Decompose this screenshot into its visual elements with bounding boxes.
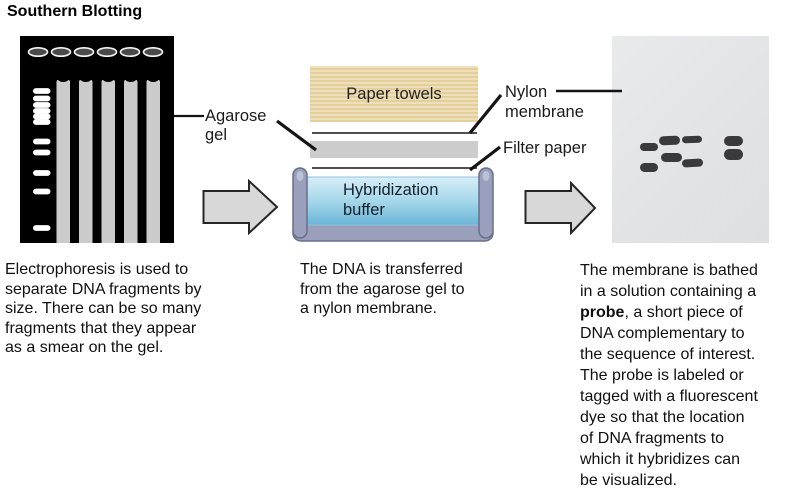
gel-ladder-band: [33, 113, 51, 120]
gel-ladder-band: [33, 225, 51, 231]
nylon-membrane-sheet: [312, 132, 477, 134]
gel-ladder-band: [33, 138, 51, 145]
agarose-gel-slab: [310, 141, 478, 158]
gel-ladder-band: [33, 119, 51, 125]
gel-ladder-band: [33, 188, 51, 195]
membrane-dna-band: [724, 149, 743, 160]
gel-ladder-band: [33, 102, 51, 108]
step-arrow-2: [524, 181, 597, 235]
membrane-dna-band: [724, 136, 743, 146]
gel-ladder-bands: [33, 88, 51, 231]
gel-smear-lane: [146, 80, 160, 243]
diagram-title: Southern Blotting: [7, 3, 143, 20]
tray-rim-highlight-right: [482, 171, 490, 181]
filter-paper-label: Filter paper: [503, 139, 587, 157]
nylon-membrane-panel: [612, 36, 769, 243]
step-arrow-1: [202, 179, 279, 235]
hybridization-buffer-label: Hybridization buffer: [343, 181, 439, 219]
membrane-dna-band: [658, 135, 681, 146]
caption-probe-bold: probe: [580, 304, 625, 321]
gel-ladder-band: [33, 95, 51, 102]
caption-electrophoresis: Electrophoresis is used to separate DNA …: [5, 261, 202, 356]
gel-well: [27, 47, 49, 57]
tray-bottom: [292, 223, 494, 242]
paper-towels-block: Paper towels: [310, 66, 478, 122]
membrane-dna-band: [681, 158, 704, 168]
electrophoresis-gel-panel: [20, 36, 174, 243]
membrane-dna-band: [661, 153, 682, 162]
gel-smear-lane: [124, 80, 138, 243]
buffer-tray: [292, 167, 494, 242]
arrow-right-icon: [524, 181, 597, 235]
caption-transfer: The DNA is transferred from the agarose …: [300, 261, 465, 317]
gel-ladder-band: [33, 149, 51, 156]
caption-probe-after: , a short piece of DNA complementary to …: [580, 304, 758, 489]
arrow-right-icon: [202, 179, 279, 235]
gel-well: [142, 47, 164, 57]
gel-smear-lane: [101, 80, 115, 243]
tray-rim-highlight-left: [296, 171, 304, 181]
gel-well: [73, 47, 95, 57]
gel-sample-lanes: [56, 80, 160, 243]
membrane-dna-band: [640, 143, 658, 151]
gel-well: [96, 47, 118, 57]
hybridization-buffer-liquid: [304, 176, 482, 226]
caption-probe: The membrane is bathed in a solution con…: [580, 260, 795, 491]
membrane-dna-band: [681, 135, 703, 144]
agarose-gel-label: Agarose gel: [205, 107, 267, 144]
gel-wells: [27, 47, 164, 57]
filter-paper-sheet: [312, 167, 477, 169]
gel-ladder-band: [33, 88, 51, 94]
gel-smear-lane: [56, 80, 70, 243]
gel-ladder-band: [33, 108, 51, 114]
gel-smear-lane: [79, 80, 93, 243]
gel-well: [119, 47, 141, 57]
gel-ladder-band: [33, 170, 51, 176]
gel-well: [50, 47, 72, 57]
caption-probe-before: The membrane is bathed in a solution con…: [580, 262, 758, 300]
membrane-dna-band: [640, 163, 658, 172]
paper-towels-label: Paper towels: [346, 84, 442, 103]
tray-wall-left: [292, 167, 308, 239]
nylon-membrane-label: Nylon membrane: [505, 83, 584, 121]
